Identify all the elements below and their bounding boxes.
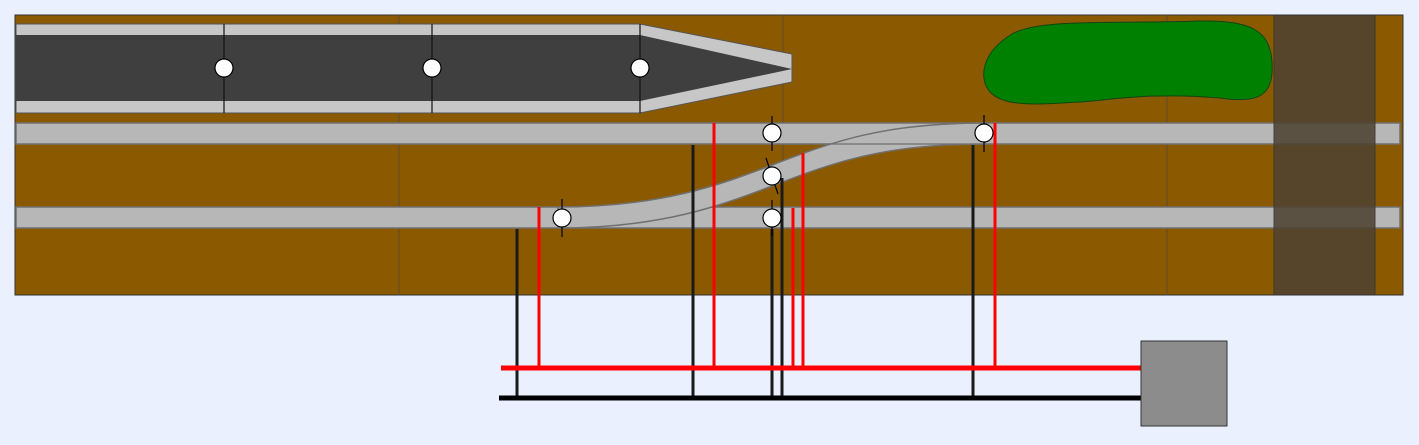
- platform: [15, 23, 793, 114]
- isolator-upper-turnout[interactable]: [762, 116, 782, 151]
- platform-marker[interactable]: [422, 58, 442, 78]
- circle-marker-icon: [762, 166, 782, 186]
- bush: [983, 20, 1273, 105]
- controller-box[interactable]: [1140, 340, 1228, 427]
- upper-through-track: [15, 122, 1401, 145]
- isolator-markers: [214, 58, 994, 237]
- circle-marker-icon: [422, 58, 442, 78]
- isolator-upper-right[interactable]: [974, 115, 994, 152]
- isolator-lower-left[interactable]: [552, 199, 572, 237]
- lower-through-track: [15, 206, 1401, 229]
- platform-marker[interactable]: [630, 58, 650, 78]
- tracks: [15, 122, 1401, 229]
- platform-marker[interactable]: [214, 58, 234, 78]
- circle-marker-icon: [762, 123, 782, 143]
- isolator-crossover[interactable]: [762, 157, 782, 195]
- circle-marker-icon: [762, 208, 782, 228]
- circle-marker-icon: [552, 208, 572, 228]
- platform-surface: [16, 35, 792, 101]
- circle-marker-icon: [630, 58, 650, 78]
- isolator-lower-turnout[interactable]: [762, 200, 782, 236]
- circle-marker-icon: [214, 58, 234, 78]
- tunnel-portal: [1273, 14, 1376, 296]
- circle-marker-icon: [974, 123, 994, 143]
